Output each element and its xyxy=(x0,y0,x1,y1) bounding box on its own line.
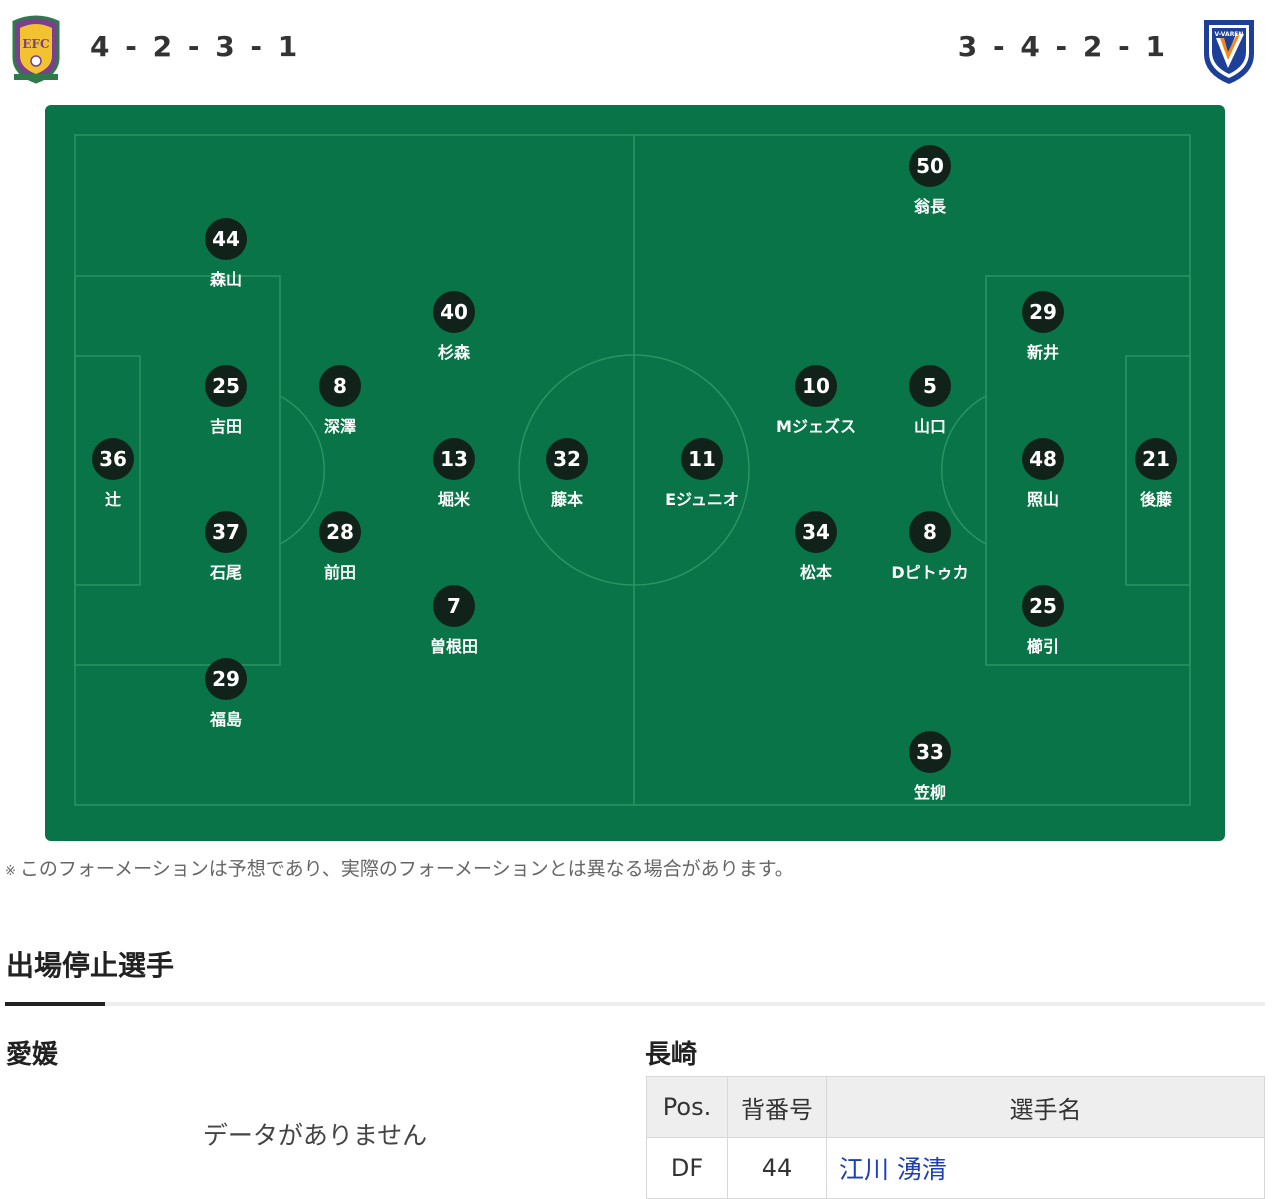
player-number-badge: 50 xyxy=(909,145,951,187)
section-divider xyxy=(5,1002,1265,1006)
player-number-badge: 5 xyxy=(909,365,951,407)
section-title: 出場停止選手 xyxy=(6,949,175,982)
home-team-label: 愛媛 xyxy=(6,1040,59,1070)
away-player-cm-left[interactable]: 5 山口 xyxy=(870,365,990,437)
player-name: 笠柳 xyxy=(913,783,946,802)
home-player-rb[interactable]: 29 福島 xyxy=(166,658,286,730)
away-player-gk[interactable]: 21 後藤 xyxy=(1096,438,1216,510)
away-player-wb-right[interactable]: 33 笠柳 xyxy=(870,731,990,803)
home-player-cb-left[interactable]: 25 吉田 xyxy=(166,365,286,437)
player-name: 吉田 xyxy=(209,417,242,436)
home-player-gk[interactable]: 36 辻 xyxy=(53,438,173,510)
player-number-badge: 7 xyxy=(433,585,475,627)
player-name: 翁長 xyxy=(913,197,946,216)
cell-number: 44 xyxy=(727,1137,827,1199)
player-number-badge: 8 xyxy=(909,511,951,553)
player-name: Dピトゥカ xyxy=(891,563,969,582)
away-team-label: 長崎 xyxy=(645,1040,698,1070)
home-player-am-right[interactable]: 7 曽根田 xyxy=(394,585,514,657)
player-name: 前田 xyxy=(323,563,356,582)
player-number-badge: 21 xyxy=(1135,438,1177,480)
player-name: Mジェズス xyxy=(776,417,856,436)
player-name: 照山 xyxy=(1026,490,1059,509)
player-number-badge: 28 xyxy=(319,511,361,553)
home-player-cf[interactable]: 32 藤本 xyxy=(507,438,627,510)
column-header-number: 背番号 xyxy=(727,1076,827,1138)
player-name-link[interactable]: 江川 湧清 xyxy=(826,1137,1265,1199)
svg-text:EFC: EFC xyxy=(22,37,49,51)
player-name: 後藤 xyxy=(1139,490,1172,509)
v-varen-emblem-icon: V-VAREN xyxy=(1200,14,1258,86)
player-number-badge: 11 xyxy=(681,438,723,480)
team-header: EFC 4 - 2 - 3 - 1 3 - 4 - 2 - 1 V-VAREN xyxy=(0,0,1278,100)
pitch-lines xyxy=(74,134,1191,806)
away-player-cm-right[interactable]: 8 Dピトゥカ xyxy=(870,511,990,583)
home-player-dm-right[interactable]: 28 前田 xyxy=(280,511,400,583)
away-suspended-table: Pos. 背番号 選手名 DF 44 江川 湧清 xyxy=(646,1076,1265,1199)
home-no-data-message: データがありません xyxy=(202,1121,428,1150)
formation-disclaimer: ※このフォーメーションは予想であり、実際のフォーメーションとは異なる場合がありま… xyxy=(5,854,794,881)
svg-text:V-VAREN: V-VAREN xyxy=(1215,31,1244,38)
player-name: Eジュニオ xyxy=(665,490,739,509)
column-header-pos: Pos. xyxy=(646,1076,728,1138)
home-player-am-left[interactable]: 40 杉森 xyxy=(394,291,514,363)
player-name: 山口 xyxy=(913,417,946,436)
player-number-badge: 33 xyxy=(909,731,951,773)
player-number-badge: 13 xyxy=(433,438,475,480)
player-number-badge: 8 xyxy=(319,365,361,407)
away-player-cb-left[interactable]: 29 新井 xyxy=(983,291,1103,363)
player-name: 新井 xyxy=(1026,343,1059,362)
away-formation: 3 - 4 - 2 - 1 xyxy=(957,30,1168,63)
away-player-wb-left[interactable]: 50 翁長 xyxy=(870,145,990,217)
home-player-cb-right[interactable]: 37 石尾 xyxy=(166,511,286,583)
player-name: 福島 xyxy=(209,710,242,729)
player-name: 櫛引 xyxy=(1026,637,1059,656)
player-number-badge: 29 xyxy=(205,658,247,700)
away-player-am-right[interactable]: 34 松本 xyxy=(756,511,876,583)
player-number-badge: 25 xyxy=(205,365,247,407)
player-name: 石尾 xyxy=(209,563,242,582)
column-header-name: 選手名 xyxy=(826,1076,1265,1138)
player-name: 堀米 xyxy=(437,490,470,509)
player-number-badge: 34 xyxy=(795,511,837,553)
away-player-cf[interactable]: 11 Eジュニオ xyxy=(642,438,762,510)
player-number-badge: 32 xyxy=(546,438,588,480)
player-number-badge: 29 xyxy=(1022,291,1064,333)
table-header-row: Pos. 背番号 選手名 xyxy=(646,1076,1265,1138)
away-player-cb-center[interactable]: 48 照山 xyxy=(983,438,1103,510)
away-player-am-left[interactable]: 10 Mジェズス xyxy=(756,365,876,437)
player-number-badge: 25 xyxy=(1022,585,1064,627)
player-name: 松本 xyxy=(799,563,832,582)
ehime-fc-emblem-icon: EFC xyxy=(8,14,64,84)
player-name: 曽根田 xyxy=(429,637,478,656)
player-name: 藤本 xyxy=(550,490,583,509)
note-mark: ※ xyxy=(5,864,16,879)
player-number-badge: 36 xyxy=(92,438,134,480)
player-name: 森山 xyxy=(209,270,242,289)
player-number-badge: 37 xyxy=(205,511,247,553)
player-name: 深澤 xyxy=(323,417,356,436)
table-row: DF 44 江川 湧清 xyxy=(646,1137,1265,1199)
home-player-am-center[interactable]: 13 堀米 xyxy=(394,438,514,510)
note-text: このフォーメーションは予想であり、実際のフォーメーションとは異なる場合があります… xyxy=(19,858,794,880)
home-player-dm-left[interactable]: 8 深澤 xyxy=(280,365,400,437)
formation-pitch: 36 辻 44 森山 25 吉田 37 石尾 29 福島 8 深澤 28 前田 … xyxy=(45,105,1225,841)
home-player-lb[interactable]: 44 森山 xyxy=(166,218,286,290)
cell-pos: DF xyxy=(646,1137,728,1199)
player-number-badge: 40 xyxy=(433,291,475,333)
section-divider-accent xyxy=(5,1002,105,1006)
away-player-cb-right[interactable]: 25 櫛引 xyxy=(983,585,1103,657)
player-name: 杉森 xyxy=(437,343,470,362)
player-number-badge: 44 xyxy=(205,218,247,260)
player-name: 辻 xyxy=(104,490,121,509)
player-number-badge: 48 xyxy=(1022,438,1064,480)
home-formation: 4 - 2 - 3 - 1 xyxy=(90,30,301,63)
player-number-badge: 10 xyxy=(795,365,837,407)
